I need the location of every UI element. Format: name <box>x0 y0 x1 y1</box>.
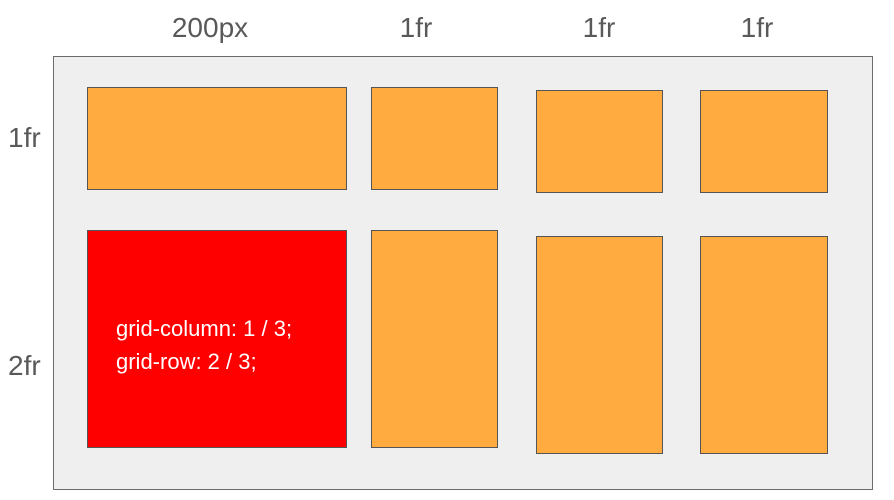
grid-item-r1-c2 <box>371 87 498 190</box>
row-label-1: 1fr <box>8 122 41 153</box>
grid-item-r1-c4 <box>700 90 828 193</box>
code-line-grid-row: grid-row: 2 / 3; <box>116 349 257 374</box>
column-label-4: 1fr <box>740 12 774 43</box>
grid-item-r2-c4 <box>700 236 828 454</box>
row-label-2: 2fr <box>8 350 41 381</box>
column-label-3: 1fr <box>582 12 616 43</box>
grid-item-r1-c1 <box>87 87 347 190</box>
grid-item-r1-c3 <box>536 90 663 193</box>
grid-item-r2-c2 <box>371 230 498 448</box>
column-label-2: 1fr <box>399 12 433 43</box>
highlighted-item-code: grid-column: 1 / 3; grid-row: 2 / 3; <box>116 312 292 378</box>
grid-item-r2-c3 <box>536 236 663 454</box>
code-line-grid-column: grid-column: 1 / 3; <box>116 316 293 341</box>
grid-item-highlighted <box>87 230 347 448</box>
column-label-1: 200px <box>171 12 249 43</box>
